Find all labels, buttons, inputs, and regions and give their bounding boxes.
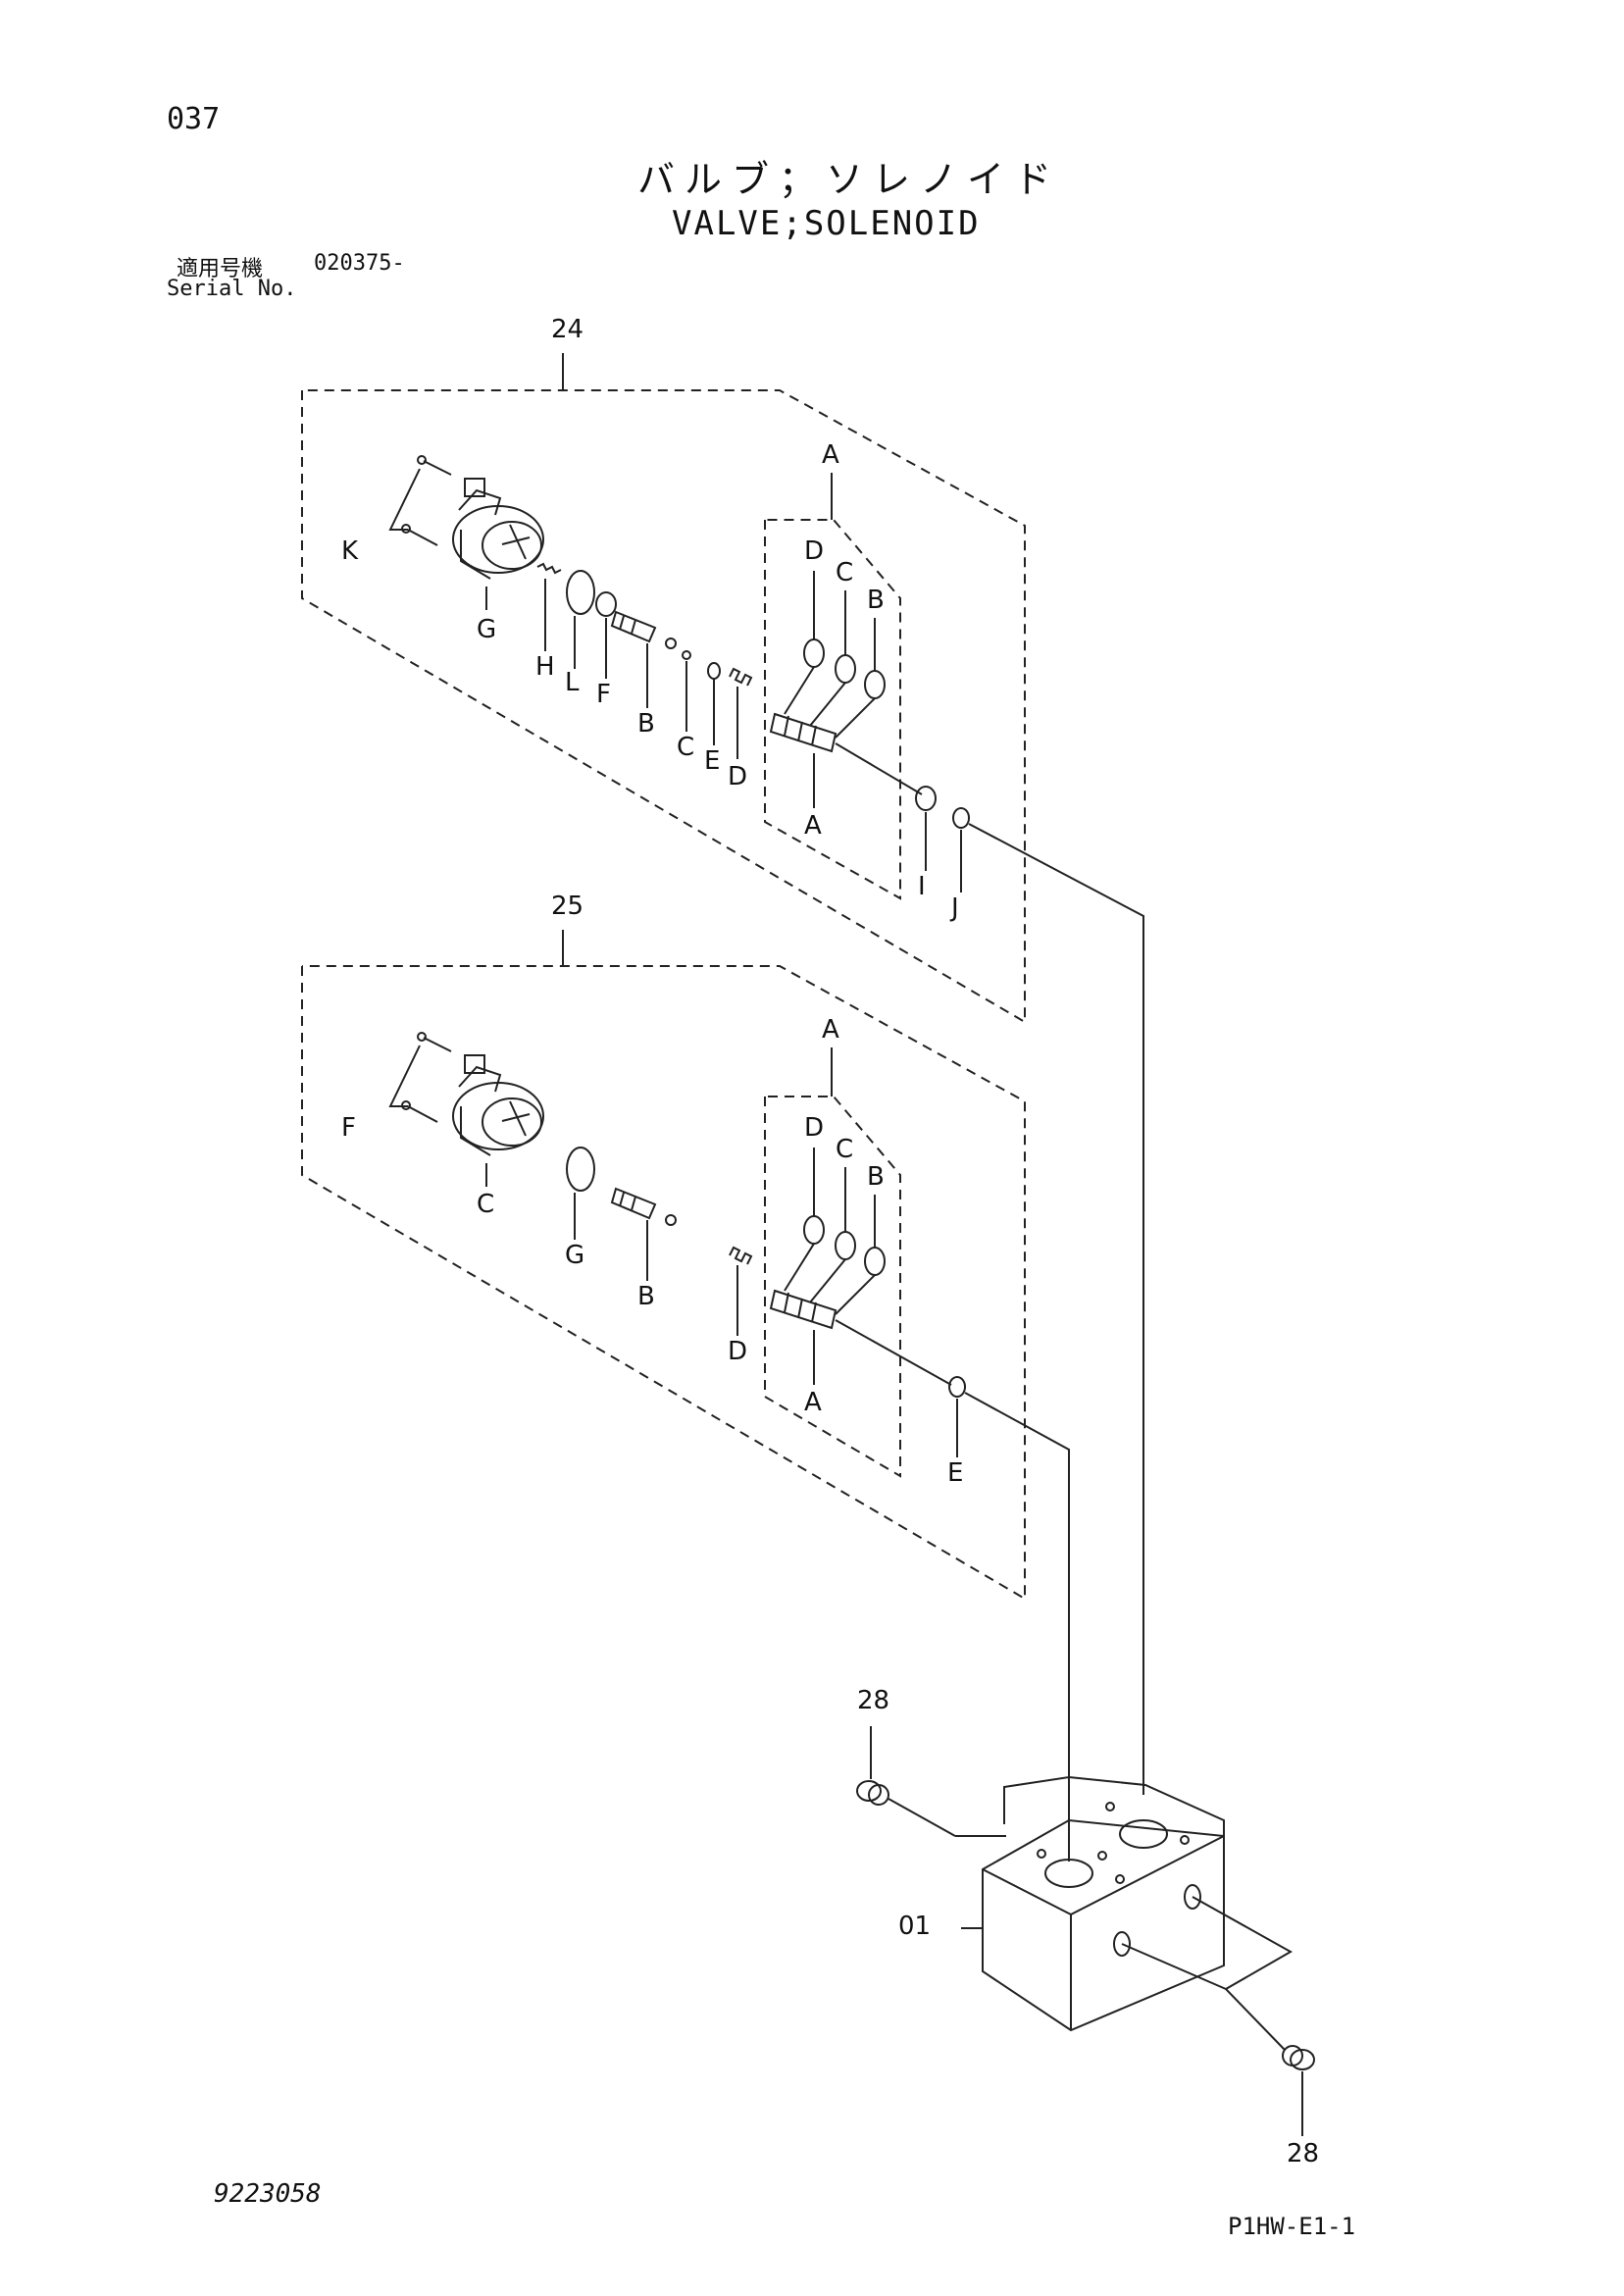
assembly-24-label: 24 [551, 315, 584, 344]
part-label-k: K [341, 536, 359, 566]
part-label-a: A [804, 1388, 822, 1417]
o-ring-d-icon [803, 638, 825, 668]
part-label-f: F [341, 1113, 356, 1143]
part-label-c: C [477, 1190, 494, 1219]
sheet-id: P1HW-E1-1 [1228, 2213, 1356, 2240]
assembly-24-subgroup-label: A [822, 440, 839, 470]
valve-block-icon [961, 1775, 1225, 2032]
part-label-h: H [535, 652, 555, 682]
part-label-c2: C [836, 558, 853, 587]
plug-icon [856, 1726, 956, 1837]
assembly-24 [301, 353, 1026, 1024]
screw-icon [401, 1032, 452, 1123]
part-label-g: G [565, 1241, 584, 1270]
serial-number: 020375- [314, 251, 405, 276]
connector-line-25 [964, 1392, 1070, 1862]
o-ring-icon [566, 570, 595, 615]
title-english: VALVE;SOLENOID [672, 204, 981, 243]
o-ring-icon [566, 1147, 595, 1192]
part-label-b2: B [867, 586, 885, 615]
part-label-a: A [804, 811, 822, 841]
o-ring-c-icon [835, 654, 856, 684]
valve-cartridge-icon [769, 712, 923, 795]
plug-label-top: 28 [857, 1686, 889, 1715]
part-label-b: B [637, 1282, 655, 1311]
retainer-ring-icon [948, 1376, 966, 1398]
solenoid-coil-icon [452, 478, 544, 580]
block-label: 01 [898, 1912, 931, 1941]
part-label-c2: C [836, 1135, 853, 1164]
assembly-24-boundary [301, 389, 1026, 1024]
assembly-24-subgroup-box [764, 519, 901, 900]
o-ring-c-icon [835, 1231, 856, 1260]
spring-icon [536, 562, 562, 575]
plug-seal-icon [915, 786, 937, 811]
part-label-d2: D [804, 536, 824, 566]
serial-label-japanese: 適用号機 [177, 257, 264, 281]
assembly-25-boundary [301, 965, 1026, 1601]
assembly-25-label: 25 [551, 892, 584, 921]
ball-icon [682, 650, 691, 660]
coil-spring-icon [729, 1246, 753, 1265]
o-ring-d-icon [803, 1215, 825, 1245]
assembly-25 [301, 930, 1026, 1601]
assembly-25-subgroup-box [764, 1096, 901, 1478]
part-label-d: D [728, 762, 747, 791]
part-label-b2: B [867, 1162, 885, 1192]
drawing-number: 9223058 [214, 2179, 322, 2209]
part-label-g: G [477, 615, 496, 644]
part-label-e: E [704, 746, 720, 776]
part-label-i: I [918, 872, 926, 901]
washer-icon [595, 591, 617, 617]
plug-label-bottom: 28 [1287, 2139, 1319, 2168]
retainer-ring-icon [952, 807, 970, 829]
o-ring-b-icon [864, 1247, 886, 1276]
plug-icon [1282, 2045, 1315, 2136]
spool-icon [610, 1187, 677, 1226]
valve-cartridge-icon [769, 1289, 952, 1386]
serial-label-english: Serial No. [167, 277, 297, 301]
solenoid-coil-icon [452, 1054, 544, 1156]
connector-line-24 [968, 823, 1144, 1795]
part-label-j: J [949, 893, 959, 923]
part-label-e: E [947, 1458, 963, 1488]
spool-icon [610, 610, 677, 649]
coil-spring-icon [729, 667, 753, 687]
part-label-l: L [565, 668, 580, 697]
part-label-f: F [596, 680, 611, 709]
page-number: 037 [167, 102, 221, 136]
screw-icon [401, 455, 452, 546]
part-label-b: B [637, 709, 655, 739]
title-japanese: バルブ；ソレノイド [637, 158, 1062, 201]
assembly-25-subgroup-label: A [822, 1015, 839, 1045]
part-label-c: C [677, 733, 694, 762]
o-ring-b-icon [864, 670, 886, 699]
part-label-d2: D [804, 1113, 824, 1143]
part-label-d: D [728, 1337, 747, 1366]
backup-ring-icon [707, 662, 721, 680]
